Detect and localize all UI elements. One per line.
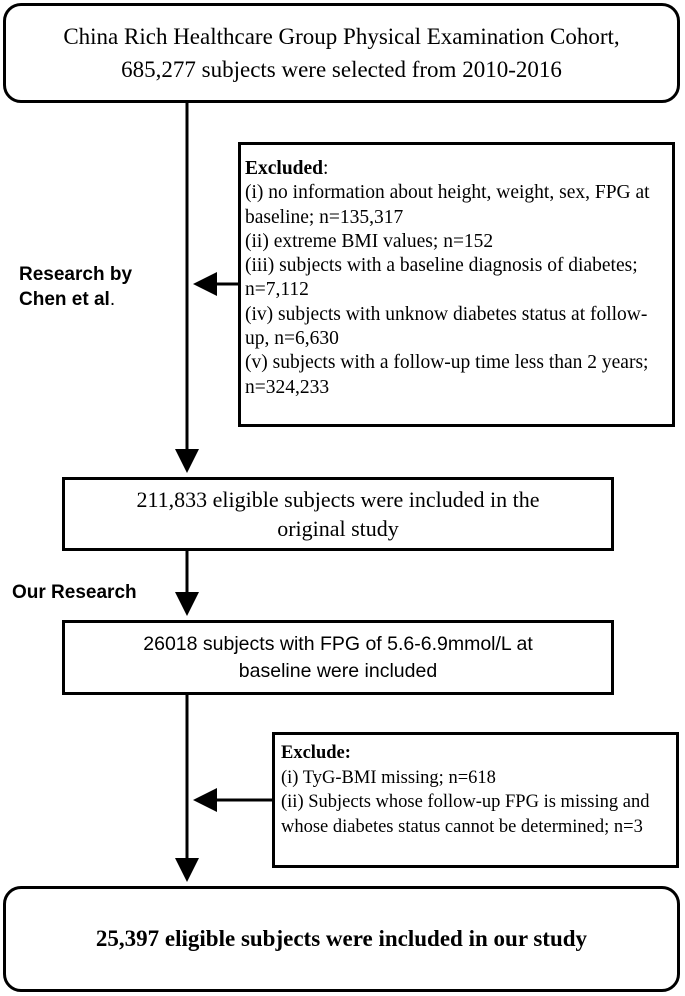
label-research-by-chen: Research by Chen et al. <box>19 262 132 312</box>
label-research-by-line-2: Chen et al. <box>19 287 132 312</box>
exclusion-item: (iv) subjects with unknow diabetes statu… <box>245 303 648 350</box>
label-chen-suffix: . <box>109 289 116 310</box>
fpg-cohort-box: 26018 subjects with FPG of 5.6-6.9mmol/L… <box>62 620 614 695</box>
cohort-source-box: China Rich Healthcare Group Physical Exa… <box>3 3 680 103</box>
final-cohort-text: 25,397 eligible subjects were included i… <box>95 926 588 951</box>
final-cohort-box: 25,397 eligible subjects were included i… <box>3 886 680 992</box>
exclusion-2-heading: Exclude: <box>281 743 351 763</box>
exclusion-item: (i) no information about height, weight,… <box>245 182 650 228</box>
fpg-cohort-line-2: baseline were included <box>238 659 438 682</box>
exclusion-box-ours: Exclude: (i) TyG-BMI missing; n=618 (ii)… <box>272 732 679 868</box>
label-our-research: Our Research <box>12 582 137 603</box>
exclusion-heading: Excluded: <box>245 157 668 181</box>
exclusion-2-item: (ii) Subjects whose follow-up FPG is mis… <box>281 792 650 837</box>
original-study-box: 211,833 eligible subjects were included … <box>62 477 614 551</box>
exclusion-box-original: Excluded: (i) no information about heigh… <box>238 142 675 427</box>
label-chen-name: Chen et al <box>19 289 110 310</box>
fpg-cohort-line-1: 26018 subjects with FPG of 5.6-6.9mmol/L… <box>143 632 533 655</box>
exclusion-item: (ii) extreme BMI values; n=152 <box>245 230 494 252</box>
cohort-source-line-1: China Rich Healthcare Group Physical Exa… <box>63 24 620 49</box>
label-research-by-line-1: Research by <box>19 264 133 285</box>
exclusion-heading-label: Excluded <box>245 158 324 179</box>
exclusion-heading-suffix: : <box>323 158 329 179</box>
exclusion-2-item: (i) TyG-BMI missing; n=618 <box>281 767 496 788</box>
cohort-source-line-2: 685,277 subjects were selected from 2010… <box>121 57 562 82</box>
exclusion-item: (v) subjects with a follow-up time less … <box>245 352 649 398</box>
original-study-line-1: 211,833 eligible subjects were included … <box>136 487 540 512</box>
exclusion-item: (iii) subjects with a baseline diagnosis… <box>245 255 638 301</box>
original-study-line-2: original study <box>277 516 399 541</box>
